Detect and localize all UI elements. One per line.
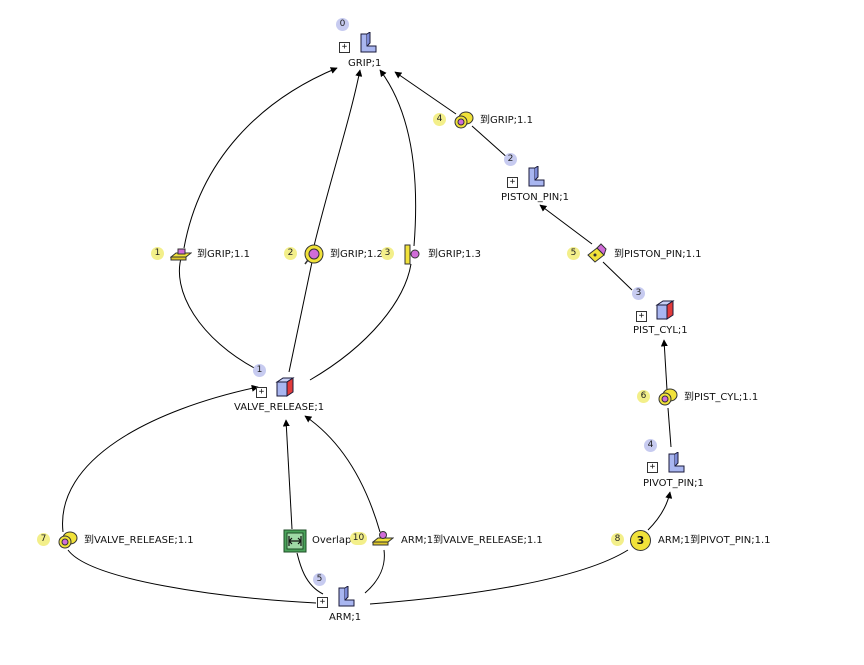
- edge-arm-c7: [67, 549, 317, 604]
- edge-pist-cyl-c5: [602, 261, 633, 291]
- edge-valve-release-c2: [288, 261, 313, 373]
- cylindrical-mate-icon[interactable]: [453, 110, 475, 130]
- constraint-label[interactable]: ARM;1到VALVE_RELEASE;1.1: [401, 535, 543, 546]
- edge-c1-grip: [183, 67, 338, 249]
- count-circle-icon[interactable]: 3: [630, 530, 651, 551]
- edge-arm-c8: [369, 549, 629, 605]
- l-shape-part-icon[interactable]: [526, 166, 546, 188]
- constraint-label[interactable]: 到GRIP;1.1: [197, 249, 250, 260]
- edge-arm-overlap: [296, 552, 324, 595]
- diamond-mate-icon[interactable]: [586, 242, 608, 266]
- constraint-label[interactable]: 到VALVE_RELEASE;1.1: [84, 535, 194, 546]
- constraint-index-badge: 8: [611, 533, 624, 546]
- node-label-arm[interactable]: ARM;1: [329, 612, 362, 623]
- overlap-icon[interactable]: [283, 529, 307, 553]
- constraint-label[interactable]: 到GRIP;1.1: [480, 115, 533, 126]
- node-index-badge: 4: [644, 439, 657, 452]
- pin-slot-icon[interactable]: [400, 243, 422, 265]
- constraint-label[interactable]: 到PIST_CYL;1.1: [684, 392, 759, 403]
- edge-c3-grip: [379, 69, 417, 247]
- edge-c8-pivot-pin: [647, 491, 673, 531]
- cube-part-icon[interactable]: [275, 376, 295, 398]
- constraint-label[interactable]: 到GRIP;1.2: [330, 249, 383, 260]
- node-label-pivot-pin[interactable]: PIVOT_PIN;1: [643, 478, 704, 489]
- expand-toggle[interactable]: +: [256, 387, 267, 398]
- constraint-index-badge: 6: [637, 390, 650, 403]
- edge-c5-piston-pin: [539, 204, 593, 245]
- edge-c2-grip: [313, 69, 363, 247]
- node-index-badge: 1: [253, 364, 266, 377]
- constraint-label[interactable]: ARM;1到PIVOT_PIN;1.1: [658, 535, 771, 546]
- cube-part-icon[interactable]: [655, 299, 675, 321]
- expand-toggle[interactable]: +: [339, 42, 350, 53]
- constraint-index-badge: 2: [284, 247, 297, 260]
- edge-valve-release-c3: [309, 263, 412, 381]
- edge-valve-release-c1: [178, 254, 259, 371]
- node-label-grip[interactable]: GRIP;1: [348, 58, 382, 69]
- l-shape-part-icon[interactable]: [336, 586, 356, 608]
- planar-mate-icon[interactable]: [372, 530, 394, 548]
- expand-toggle[interactable]: +: [317, 597, 328, 608]
- edge-overlap-valve-release: [282, 419, 293, 530]
- edge-pivot-pin-c6: [667, 407, 672, 448]
- concentric-mate-icon[interactable]: [303, 243, 325, 265]
- constraint-index-badge: 7: [37, 533, 50, 546]
- constraint-index-badge: 5: [567, 247, 580, 260]
- constraint-index-badge: 10: [350, 532, 367, 545]
- node-index-badge: 2: [504, 153, 517, 166]
- constraint-label[interactable]: 到PISTON_PIN;1.1: [614, 249, 702, 260]
- cylindrical-mate-icon[interactable]: [657, 387, 679, 407]
- node-label-valve-release[interactable]: VALVE_RELEASE;1: [234, 402, 325, 413]
- expand-toggle[interactable]: +: [647, 462, 658, 473]
- node-index-badge: 5: [313, 573, 326, 586]
- node-label-pist-cyl[interactable]: PIST_CYL;1: [633, 325, 688, 336]
- constraint-index-badge: 4: [433, 113, 446, 126]
- l-shape-part-icon[interactable]: [666, 452, 686, 474]
- expand-toggle[interactable]: +: [507, 177, 518, 188]
- planar-mate-icon[interactable]: [170, 245, 192, 263]
- constraint-label[interactable]: Overlap: [312, 535, 352, 546]
- constraint-label[interactable]: 到GRIP;1.3: [428, 249, 481, 260]
- expand-toggle[interactable]: +: [636, 311, 647, 322]
- edge-c7-valve-release: [62, 384, 259, 533]
- node-label-piston-pin[interactable]: PISTON_PIN;1: [501, 192, 569, 203]
- cylindrical-mate-icon[interactable]: [57, 530, 79, 550]
- edge-piston-pin-c4: [471, 125, 511, 161]
- edge-arm-c10: [364, 549, 385, 594]
- constraint-index-badge: 3: [381, 247, 394, 260]
- node-index-badge: 0: [336, 18, 349, 31]
- node-index-badge: 3: [632, 287, 645, 300]
- edge-c6-pist-cyl: [660, 339, 668, 391]
- l-shape-part-icon[interactable]: [358, 32, 378, 54]
- constraint-index-badge: 1: [151, 247, 164, 260]
- edge-c10-valve-release: [304, 415, 381, 533]
- edge-c4-grip: [394, 71, 457, 115]
